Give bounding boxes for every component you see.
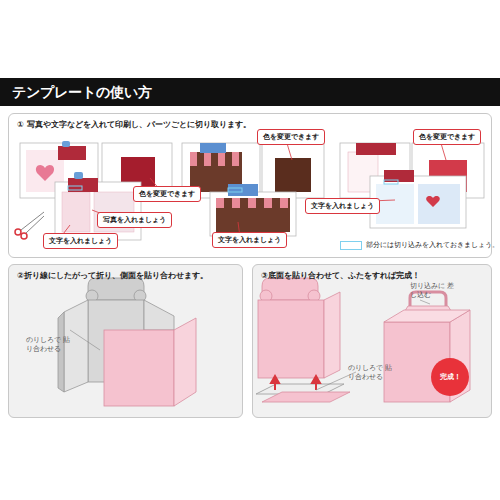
drawing-part	[174, 318, 196, 406]
drawing-part	[264, 198, 272, 208]
drawing-part	[262, 392, 350, 402]
drawing-part	[370, 176, 466, 228]
drawing-part	[384, 292, 470, 402]
legend-swatch	[340, 241, 362, 250]
note-label: 切り込みに 差し込む	[410, 282, 456, 300]
page-title: テンプレートの使い方	[0, 78, 500, 108]
drawing-part	[271, 376, 320, 390]
drawing-part	[384, 180, 398, 184]
drawing-part	[190, 152, 239, 166]
drawing-part	[312, 376, 320, 383]
note-label: のりしろで 貼り合わせる	[26, 336, 72, 354]
callout-box: 写真を入れましょう	[97, 212, 172, 228]
drawing-part	[232, 198, 240, 208]
step-heading: ③底面を貼り合わせて、ふたをすれば完成！	[253, 265, 491, 286]
drawing-part	[384, 310, 470, 322]
callout-text: 色を変更できます	[134, 187, 200, 201]
callout-box: 文字を入れましょう	[43, 233, 118, 249]
drawing-part	[144, 300, 174, 330]
title-bar: テンプレートの使い方	[0, 78, 500, 106]
drawing-part	[8, 264, 243, 418]
drawing-part	[62, 141, 70, 147]
drawing-part	[15, 229, 21, 235]
drawing-part	[58, 146, 86, 160]
drawing-part	[216, 198, 288, 208]
drawing-part	[324, 292, 340, 378]
step-heading: ① 写真や文字などを入れて印刷し、パーツごとに切り取ります。	[9, 114, 491, 135]
drawing-part	[15, 212, 44, 239]
drawing-part	[200, 143, 226, 153]
drawing-part	[210, 192, 296, 236]
legend-item: 部分には切り込みを入れておきましょう。	[340, 240, 499, 250]
callout-text: 写真を入れましょう	[98, 213, 171, 227]
drawing-part	[280, 198, 288, 208]
note-label: のりしろで 貼り合わせる	[348, 364, 394, 382]
drawing-part	[68, 180, 398, 192]
drawing-part	[70, 330, 100, 350]
drawing-part	[232, 152, 239, 166]
drawing-part	[426, 196, 440, 207]
drawing-part	[228, 184, 258, 196]
callout-text: 色を変更できます	[258, 130, 324, 144]
drawing-part	[58, 278, 196, 406]
drawing-part	[190, 152, 197, 166]
drawing-part	[68, 178, 98, 192]
drawing-part	[248, 198, 256, 208]
callout-text: 完成！	[432, 367, 469, 387]
drawing-part	[216, 198, 290, 232]
drawing-part	[418, 184, 460, 224]
drawing-part	[216, 198, 224, 208]
drawing-part	[64, 300, 88, 392]
callout-box: 色を変更できます	[133, 186, 201, 202]
drawing-part	[68, 186, 82, 190]
callout-box: 文字を入れましょう	[305, 198, 380, 214]
drawing-part	[275, 158, 311, 192]
drawing-part	[262, 143, 324, 198]
drawing-part	[228, 188, 242, 192]
step-panel: ① 写真や文字などを入れて印刷し、パーツごとに切り取ります。色を変更できます色を…	[8, 113, 492, 258]
drawing-part	[104, 330, 174, 406]
step-heading: ②折り線にしたがって折り、側面を貼り合わせます。	[9, 265, 242, 286]
drawing-part	[420, 300, 430, 304]
drawing-part	[36, 165, 54, 181]
drawing-part	[271, 376, 279, 383]
drawing-part	[60, 140, 446, 238]
drawing-part	[204, 152, 211, 166]
drawing-part	[62, 192, 90, 232]
drawing-part	[376, 184, 414, 224]
drawing-part	[74, 172, 83, 179]
callout-box: 色を変更できます	[257, 129, 325, 145]
drawing-part	[356, 143, 396, 155]
callout-text: 文字を入れましょう	[44, 234, 117, 248]
callout-box: 色を変更できます	[413, 129, 481, 145]
drawing-part	[218, 152, 225, 166]
legend-text: 部分には切り込みを入れておきましょう。	[366, 240, 499, 250]
step-panel: ③底面を貼り合わせて、ふたをすれば完成！ 完成！	[252, 264, 492, 418]
callout-box: 文字を入れましょう	[212, 232, 287, 248]
done-badge: 完成！	[431, 358, 469, 396]
callout-text: 文字を入れましょう	[213, 233, 286, 247]
drawing-part	[252, 264, 492, 418]
drawing-part	[258, 300, 324, 378]
callout-text: 文字を入れましょう	[306, 199, 379, 213]
drawing-part	[21, 212, 44, 233]
callout-text: 色を変更できます	[414, 130, 480, 144]
drawing-part	[21, 233, 27, 239]
drawing-part	[256, 278, 350, 402]
